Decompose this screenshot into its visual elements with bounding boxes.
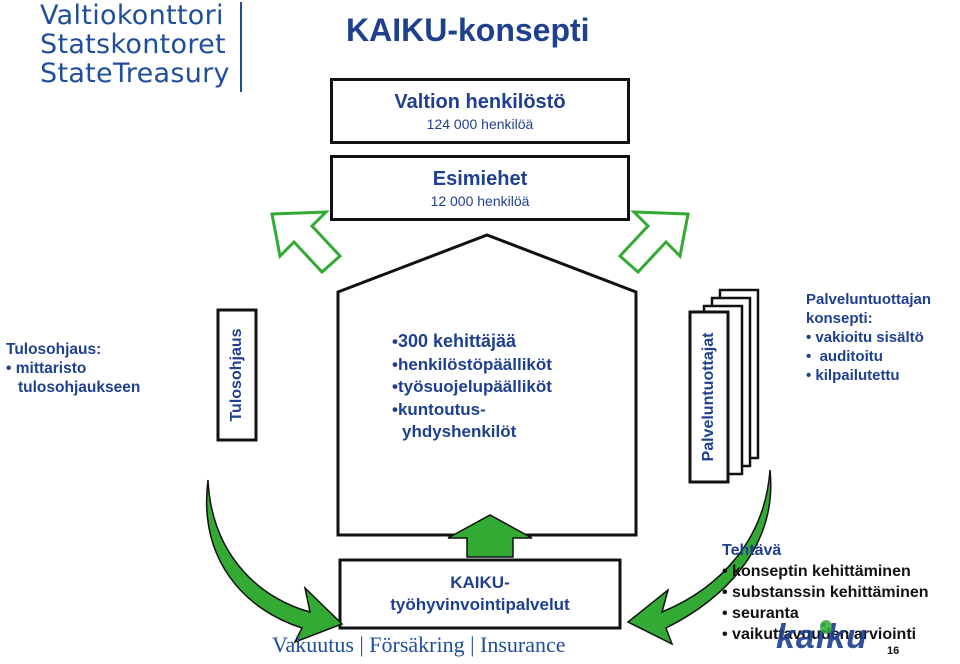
page-number: 16 [887, 645, 900, 657]
kaiku-services-line1: KAIKU- [450, 573, 510, 592]
task-item: • seuranta [722, 605, 799, 622]
right-note-bullet: • vakioitu sisältö [806, 329, 924, 346]
logo-line-en: StateTreasury [40, 58, 230, 89]
tulosohjaus-label-wrap: Tulosohjaus [218, 310, 256, 440]
kaiku-services-line2: työhyvinvointipalvelut [390, 595, 570, 614]
right-note-bullet: • kilpailutettu [806, 367, 900, 384]
center-item: •henkilöstöpäälliköt [392, 354, 552, 374]
left-note-bullet: • mittaristo [6, 360, 87, 377]
kaiku-logo-dot-icon [820, 620, 832, 634]
task-item: • vaikuttavuuden arviointi [722, 626, 917, 643]
lower-left-curved-arrow-icon [205, 479, 344, 644]
right-note: Palveluntuottajan konsepti: • vakioitu s… [806, 290, 931, 385]
valtion-henkilosto-count: 124 000 henkilöä [426, 116, 534, 132]
center-house-shape [336, 233, 638, 537]
center-list: •300 kehittäjää •henkilöstöpäälliköt •ty… [392, 330, 552, 444]
footer-brand: Vakuutus | Försäkring | Insurance [272, 632, 566, 657]
palveluntuottajat-box [688, 310, 730, 484]
esimiehet-box: Esimiehet 12 000 henkilöä [330, 155, 630, 221]
upper-right-arrow-icon [617, 210, 690, 275]
left-note-continuation: tulosohjaukseen [18, 379, 141, 396]
palveluntuottajat-label: Palveluntuottajat [700, 332, 717, 462]
tulosohjaus-box [216, 308, 258, 442]
kaiku-services-text: KAIKU- työhyvinvointipalvelut [340, 572, 620, 616]
up-arrow [447, 514, 533, 558]
lower-right-curved-arrow-icon [626, 469, 772, 646]
logo-line-sv: Statskontoret [40, 29, 226, 60]
page-title: KAIKU-konsepti [346, 12, 590, 48]
left-note-heading: Tulosohjaus: [6, 341, 102, 358]
right-note-bullet: • auditoitu [806, 348, 883, 365]
palveluntuottajat-label-wrap: Palveluntuottajat [690, 312, 728, 482]
kaiku-services-box [338, 558, 622, 630]
task-item: • substanssin kehittäminen [722, 584, 929, 601]
center-item: •työsuojelupäälliköt [392, 377, 552, 396]
upper-left-arrow-icon [270, 210, 343, 275]
tasks-list: Tehtävä • konseptin kehittäminen • subst… [722, 540, 929, 645]
logo-divider [240, 2, 242, 92]
center-item: •kuntoutus- [392, 399, 486, 419]
esimiehet-heading: Esimiehet [432, 168, 528, 190]
valtion-henkilosto-box: Valtion henkilöstö 124 000 henkilöä [330, 78, 630, 144]
center-item: •300 kehittäjää [392, 331, 517, 351]
center-item-continuation: yhdyshenkilöt [402, 422, 517, 441]
esimiehet-count: 12 000 henkilöä [430, 193, 530, 209]
tasks-heading: Tehtävä [722, 542, 782, 559]
task-item: • konseptin kehittäminen [722, 563, 911, 580]
valtion-henkilosto-heading: Valtion henkilöstö [394, 91, 566, 113]
right-note-heading-2: konsepti: [806, 310, 873, 327]
tulosohjaus-label: Tulosohjaus [228, 328, 245, 422]
right-note-heading: Palveluntuottajan [806, 291, 932, 308]
logo-line-fi: Valtiokonttori [40, 0, 224, 31]
left-note: Tulosohjaus: • mittaristo tulosohjauksee… [6, 340, 140, 397]
